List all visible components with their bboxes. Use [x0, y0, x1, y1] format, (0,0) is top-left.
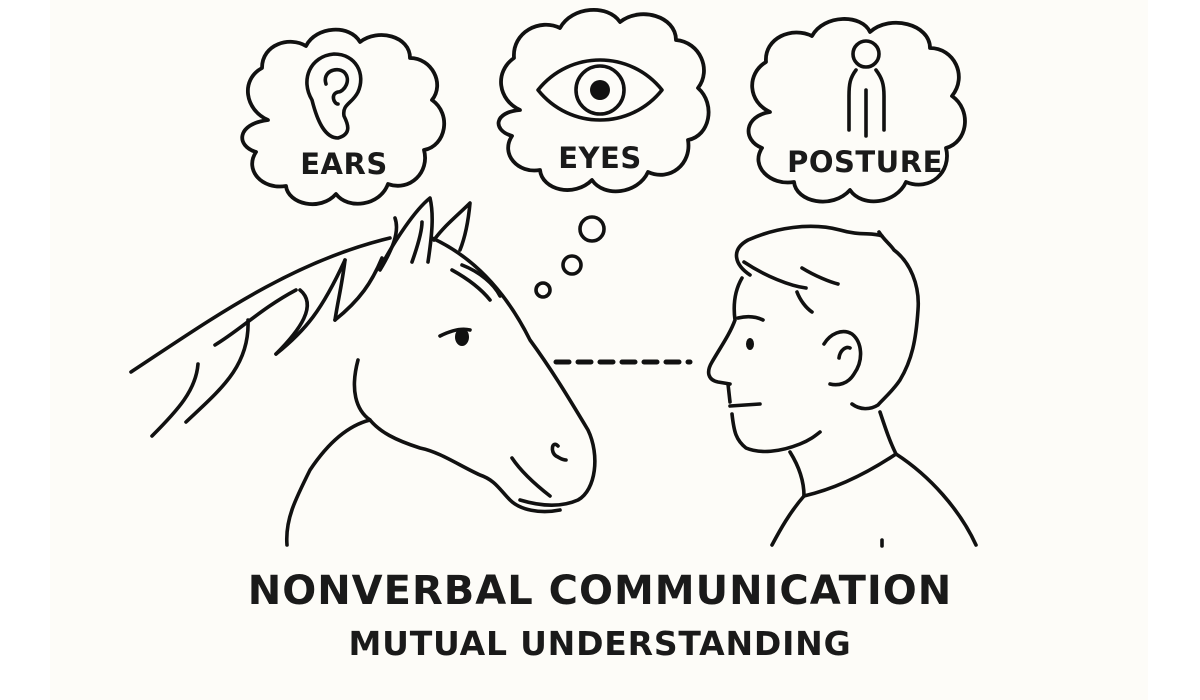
caption-subtitle: MUTUAL UNDERSTANDING [348, 624, 852, 663]
ears-label: EARS [300, 147, 388, 181]
person-standing-icon [847, 39, 886, 138]
eyes-label: EYES [558, 141, 642, 175]
horse-head [129, 196, 597, 547]
thought-bubble-eyes [496, 8, 711, 194]
caption-title: NONVERBAL COMMUNICATION [247, 568, 953, 614]
thought-trail [534, 215, 606, 299]
thought-bubble-ears [240, 27, 447, 206]
eye-icon [536, 58, 664, 122]
person-profile [706, 224, 978, 548]
ear-icon [305, 52, 363, 140]
thought-bubble-posture [746, 17, 967, 204]
posture-label: POSTURE [787, 145, 943, 179]
